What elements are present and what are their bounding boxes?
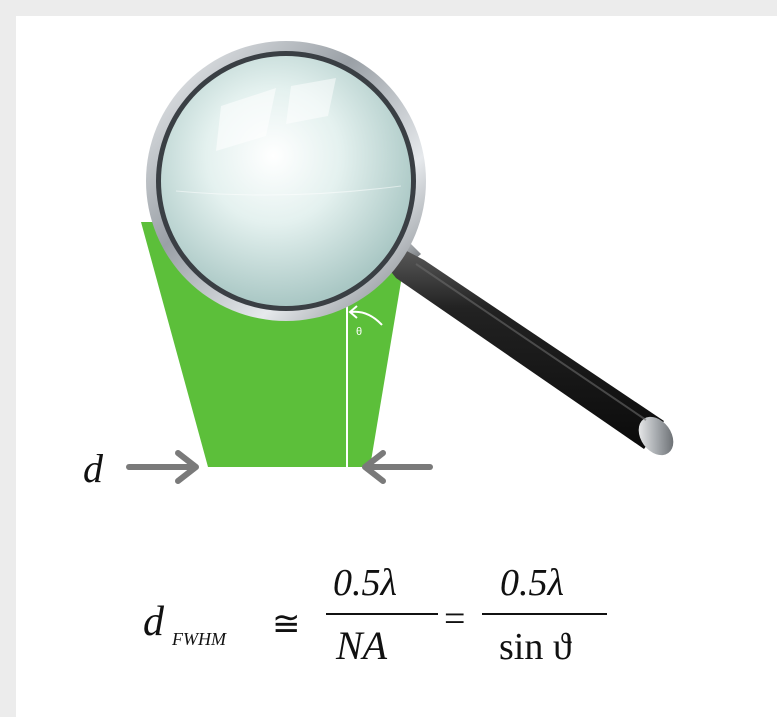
magnifier-lens (146, 41, 426, 321)
formula-lhs-symbol: d (143, 599, 164, 645)
formula-equals-sign: = (444, 598, 466, 640)
formula-approx-sign: ≅ (272, 606, 301, 643)
aperture-label: d (83, 446, 103, 491)
fraction1-denominator: NA (336, 623, 388, 668)
fraction2-denominator: sin ϑ (499, 626, 572, 668)
magnifier-illustration (126, 41, 674, 484)
fraction2-numerator: 0.5λ (500, 562, 564, 604)
fraction1-numerator: 0.5λ (333, 562, 397, 604)
angle-arc (350, 310, 383, 326)
right-aperture-arrow (362, 450, 433, 484)
angle-label: θ (356, 326, 363, 338)
diagram-canvas: θ d d FWHM ≅ 0.5λ NA = 0.5λ sin ϑ (16, 16, 777, 717)
formula-lhs-subscript: FWHM (172, 629, 226, 649)
magnifier-handle (376, 234, 674, 456)
fraction1-bar (326, 613, 438, 615)
fraction2-bar (482, 613, 607, 615)
left-aperture-arrow (126, 450, 199, 484)
angle-arc-arrowhead (348, 305, 358, 319)
